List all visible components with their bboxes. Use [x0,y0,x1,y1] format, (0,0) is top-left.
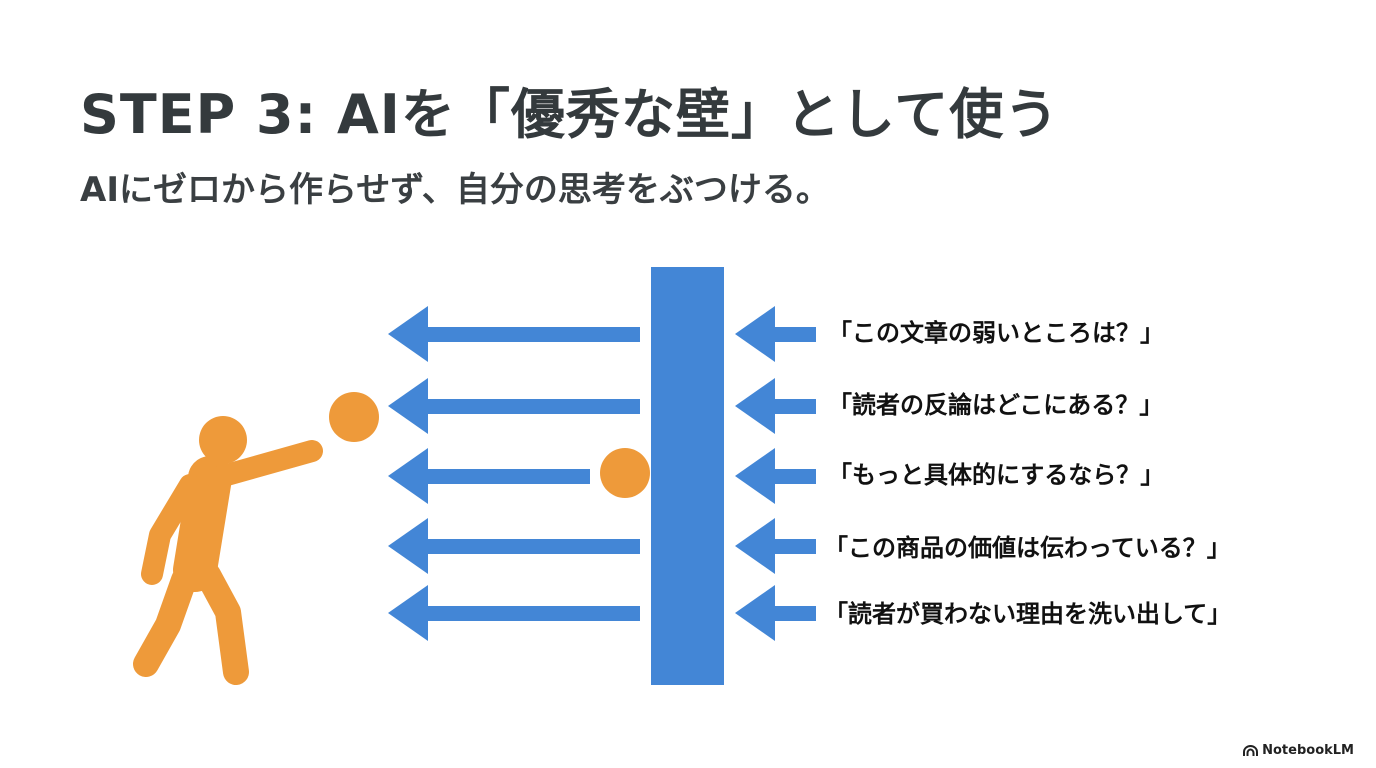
wall [651,267,724,685]
outgoing-arrow-4 [388,518,640,574]
slide-title: STEP 3: AIを「優秀な壁」として使う [80,83,1060,146]
question-item: 「読者が買わない理由を洗い出して」 [824,600,1232,628]
incoming-arrow-4 [735,518,816,574]
brand-label: NotebookLM [1262,743,1354,758]
outgoing-arrow-3 [388,448,590,504]
question-item: 「読者の反論はどこにある？」 [828,391,1164,419]
throwing-person-icon [133,416,323,685]
incoming-arrows [735,306,816,641]
notebooklm-logo-icon [1243,744,1259,756]
ball-hitting-wall [600,448,650,498]
outgoing-arrow-2 [388,378,640,434]
thrown-ball [329,392,379,442]
question-item: 「もっと具体的にするなら？」 [828,461,1165,489]
slide-subtitle: AIにゼロから作らせず、自分の思考をぶつける。 [80,170,830,210]
outgoing-arrows [388,306,640,641]
outgoing-arrow-1 [388,306,640,362]
incoming-arrow-3 [735,448,816,504]
incoming-arrow-1 [735,306,816,362]
question-item: 「この商品の価値は伝わっている？」 [824,534,1231,562]
outgoing-arrow-5 [388,585,640,641]
question-item: 「この文章の弱いところは？」 [828,319,1164,347]
brand-badge: NotebookLM [1243,743,1354,758]
incoming-arrow-5 [735,585,816,641]
incoming-arrow-2 [735,378,816,434]
